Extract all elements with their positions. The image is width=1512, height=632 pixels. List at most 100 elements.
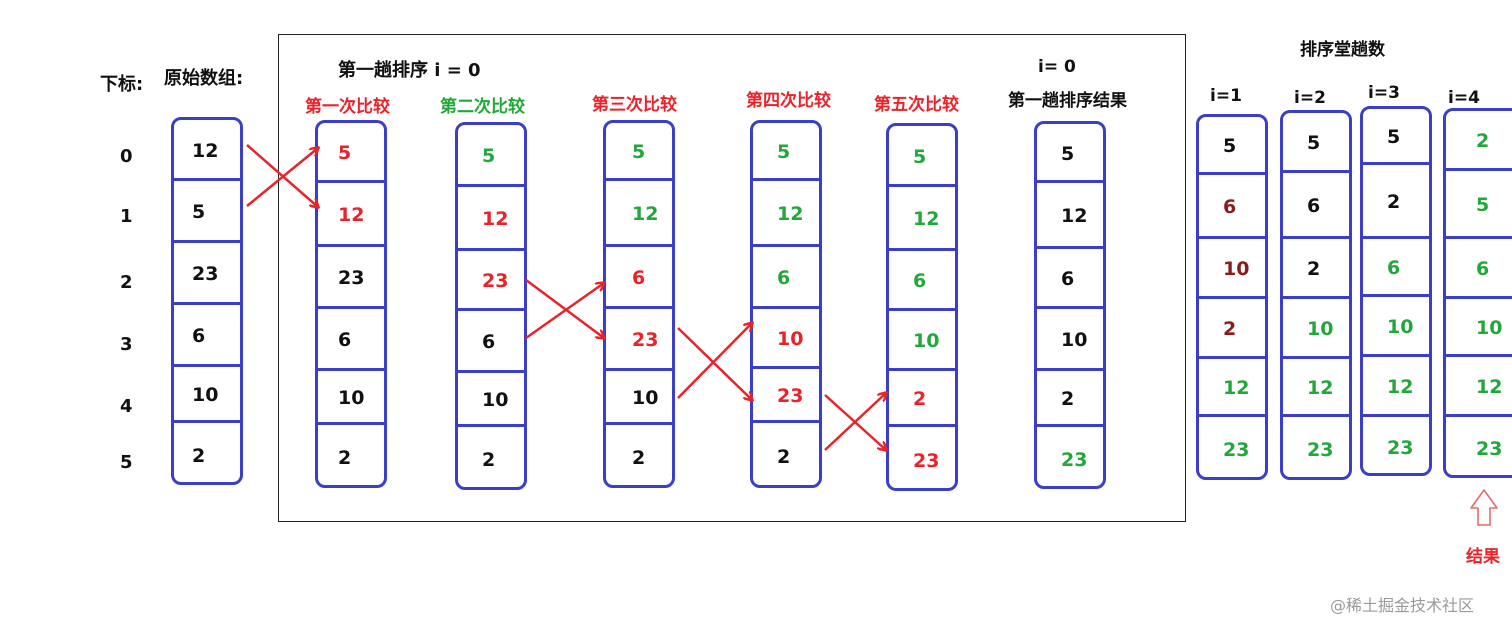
cell-divider [1363, 236, 1429, 239]
column-label-cmp3: 第三次比较 [592, 95, 677, 115]
cell-value: 2 [192, 444, 206, 467]
cell-value: 2 [1307, 258, 1321, 280]
cell-value: 5 [1307, 132, 1321, 154]
cell-divider [1446, 236, 1512, 239]
array-cell: 5 [458, 125, 524, 187]
cell-value: 6 [192, 325, 206, 347]
cell-divider [1199, 356, 1265, 359]
cell-divider [458, 248, 524, 251]
cell-divider [1363, 414, 1429, 417]
cell-divider [458, 370, 524, 373]
cell-divider [1037, 424, 1103, 427]
array-cell: 12 [1283, 359, 1349, 417]
cell-value: 5 [1387, 126, 1401, 148]
cell-divider [1446, 168, 1512, 171]
cell-divider [174, 302, 240, 305]
cell-divider [1199, 296, 1265, 299]
cell-divider [1283, 236, 1349, 239]
watermark: @稀土掘金技术社区 [1330, 596, 1475, 615]
cell-divider [1199, 414, 1265, 417]
cell-divider [1283, 296, 1349, 299]
result-caption: 结果 [1466, 547, 1500, 567]
cell-value: 23 [192, 263, 219, 285]
cell-value: 23 [482, 270, 509, 292]
array-cell: 6 [1199, 175, 1265, 239]
array-cell: 12 [606, 181, 672, 247]
cell-value: 5 [192, 201, 206, 223]
array-cell: 5 [753, 123, 819, 181]
cell-divider [753, 306, 819, 309]
cell-divider [753, 178, 819, 181]
array-cell: 10 [318, 371, 384, 425]
cell-value: 6 [1061, 268, 1075, 290]
original-array-header: 原始数组: [164, 68, 244, 89]
array-cell: 10 [1446, 299, 1512, 357]
cell-value: 2 [482, 449, 496, 471]
array-cell: 2 [174, 423, 240, 482]
swap-arrow [525, 283, 604, 340]
column-label-i1: i=1 [1210, 86, 1242, 106]
cell-value: 10 [632, 387, 659, 409]
swap-arrow [677, 327, 752, 400]
cell-value: 6 [1307, 195, 1321, 217]
cell-divider [1363, 162, 1429, 165]
index-header: 下标: [100, 74, 144, 95]
array-cell: 23 [606, 309, 672, 371]
array-cell: 12 [1363, 357, 1429, 417]
cell-value: 10 [1061, 329, 1088, 351]
array-cell: 6 [318, 309, 384, 371]
column-label-i2: i=2 [1294, 88, 1326, 108]
column-label-cmp4: 第四次比较 [746, 91, 831, 111]
cell-divider [1446, 354, 1512, 357]
array-cell: 2 [1283, 239, 1349, 299]
array-cell: 6 [753, 247, 819, 309]
cell-divider [174, 364, 240, 367]
cell-value: 2 [1223, 318, 1237, 340]
array-cell: 10 [889, 311, 955, 371]
array-cell: 12 [753, 181, 819, 247]
array-cell: 23 [1283, 417, 1349, 477]
cell-value: 5 [632, 141, 646, 163]
cell-divider [889, 308, 955, 311]
cell-value: 6 [482, 331, 496, 353]
array-cell: 12 [1037, 183, 1103, 249]
array-cell: 5 [1283, 113, 1349, 173]
cell-divider [1283, 414, 1349, 417]
array-cell: 23 [753, 369, 819, 423]
cell-value: 10 [777, 328, 804, 350]
array-cell: 2 [1037, 371, 1103, 427]
column-label-cmp1: 第一次比较 [305, 97, 390, 117]
array-cell: 5 [1363, 109, 1429, 165]
array-cell: 2 [318, 425, 384, 485]
cell-value: 23 [1307, 439, 1334, 461]
cell-divider [174, 240, 240, 243]
cell-divider [318, 422, 384, 425]
cell-value: 2 [1387, 191, 1401, 213]
array-cell: 10 [606, 371, 672, 425]
cell-divider [1037, 246, 1103, 249]
index-4: 4 [120, 396, 133, 417]
cell-value: 10 [1223, 258, 1250, 280]
array-cell: 2 [1363, 165, 1429, 239]
column-label-cmp5: 第五次比较 [874, 95, 959, 115]
cell-divider [753, 244, 819, 247]
array-cell: 2 [889, 371, 955, 427]
cell-value: 2 [1476, 130, 1490, 152]
cell-value: 5 [777, 141, 791, 163]
cell-divider [1446, 414, 1512, 417]
array-cell: 6 [606, 247, 672, 309]
cell-value: 6 [1223, 196, 1237, 218]
cell-value: 10 [338, 387, 365, 409]
cell-value: 12 [338, 204, 365, 226]
array-cell: 5 [1199, 117, 1265, 175]
cell-value: 10 [1476, 317, 1503, 339]
